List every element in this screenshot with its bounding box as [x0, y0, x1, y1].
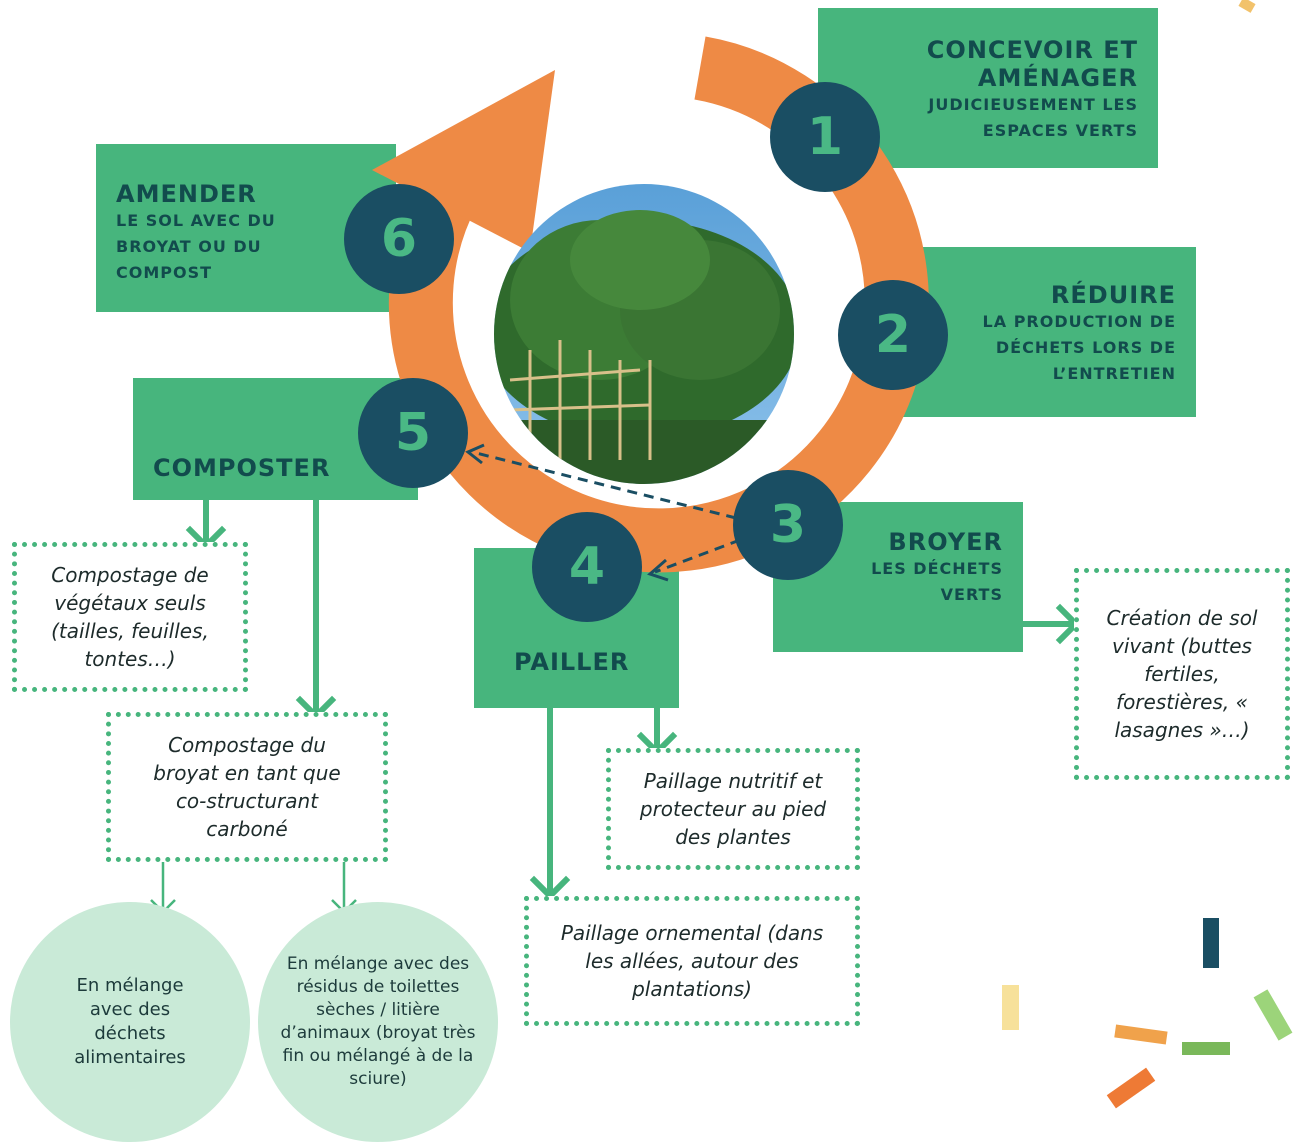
melange-alimentaires-circle: En mélange avec des déchets alimentaires: [10, 902, 250, 1142]
step-6-title: AMENDER: [116, 180, 257, 208]
step-1-title: CONCEVOIR ET AMÉNAGER: [926, 36, 1138, 92]
step-2-title: RÉDUIRE: [1050, 281, 1176, 309]
step-2-subtitle: LA PRODUCTION DE DÉCHETS LORS DE L’ENTRE…: [982, 312, 1176, 383]
step-6-subtitle: LE SOL AVEC DU BROYAT OU DU COMPOST: [116, 211, 276, 282]
step-6-number: 6: [344, 184, 454, 294]
step-5-number: 5: [358, 378, 468, 488]
step-6-box: AMENDER LE SOL AVEC DU BROYAT OU DU COMP…: [96, 144, 396, 312]
compost-broyat-box: Compostage du broyat en tant que co-stru…: [106, 712, 388, 862]
step-1-subtitle: JUDICIEUSEMENT LES ESPACES VERTS: [928, 95, 1138, 140]
step-3-number: 3: [733, 470, 843, 580]
paillage-ornemental-box: Paillage ornemental (dans les allées, au…: [524, 896, 860, 1026]
step-5-title: COMPOSTER: [153, 454, 331, 482]
step-4-number: 4: [532, 512, 642, 622]
step-2-box: RÉDUIRE LA PRODUCTION DE DÉCHETS LORS DE…: [900, 247, 1196, 417]
cycle-arrow-head: [372, 70, 555, 252]
step-3-subtitle: LES DÉCHETS VERTS: [871, 559, 1003, 604]
step-4-title: PAILLER: [514, 648, 630, 676]
step-1-number: 1: [770, 82, 880, 192]
compost-vegetaux-box: Compostage de végétaux seuls (tailles, f…: [12, 542, 248, 692]
melange-toilettes-circle: En mélange avec des résidus de toilettes…: [258, 902, 498, 1142]
paillage-nutritif-box: Paillage nutritif et protecteur au pied …: [606, 748, 860, 870]
decorative-confetti: [1002, 0, 1293, 1109]
step-3-title: BROYER: [888, 528, 1003, 556]
creation-sol-box: Création de sol vivant (buttes fertiles,…: [1074, 568, 1290, 780]
step-2-number: 2: [838, 280, 948, 390]
